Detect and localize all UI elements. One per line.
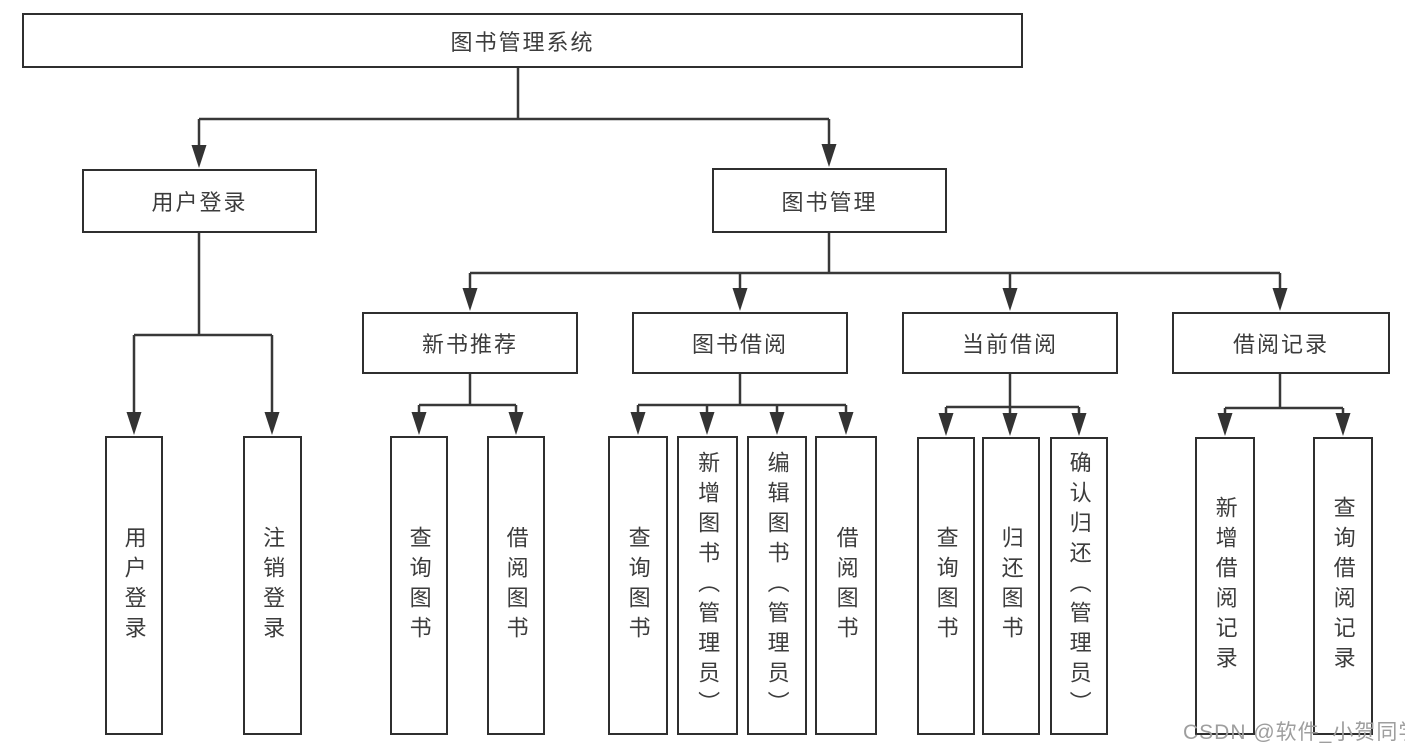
leaf-user-login: 用户登录 [105, 436, 163, 735]
arrowhead [732, 288, 748, 311]
arrowhead [1217, 413, 1233, 436]
arrowhead [769, 412, 785, 435]
arrowhead [411, 412, 427, 435]
node-current-borrow: 当前借阅 [902, 312, 1118, 374]
leaf-label: 借阅图书 [833, 525, 859, 646]
leaf-query-borrow-record: 查询借阅记录 [1313, 437, 1373, 735]
arrowhead [821, 144, 837, 167]
leaf-label: 注销登录 [260, 525, 286, 646]
leaf-label: 确认归还（管理员） [1066, 451, 1092, 721]
node-user-login: 用户登录 [82, 169, 317, 233]
leaf-confirm-return-admin: 确认归还（管理员） [1050, 437, 1108, 735]
arrowhead [508, 412, 524, 435]
leaf-add-book-admin: 新增图书（管理员） [677, 436, 738, 735]
arrowhead [1335, 413, 1351, 436]
arrowhead [1272, 288, 1288, 311]
leaf-label: 查询借阅记录 [1330, 496, 1356, 676]
leaf-label: 用户登录 [121, 525, 147, 646]
leaf-add-borrow-record: 新增借阅记录 [1195, 437, 1255, 735]
node-label: 图书管理系统 [450, 29, 595, 55]
node-library-system: 图书管理系统 [22, 13, 1023, 68]
leaf-query-books-2: 查询图书 [608, 436, 668, 735]
leaf-label: 新增图书（管理员） [695, 450, 721, 721]
arrowhead [126, 412, 142, 435]
node-new-book-recommend: 新书推荐 [362, 312, 578, 374]
arrowhead [630, 412, 646, 435]
leaf-label: 查询图书 [933, 526, 959, 646]
arrowhead [1002, 288, 1018, 311]
leaf-label: 新增借阅记录 [1212, 496, 1238, 676]
node-label: 当前借阅 [961, 332, 1058, 357]
node-book-borrow: 图书借阅 [632, 312, 848, 374]
leaf-logout: 注销登录 [243, 436, 302, 735]
leaf-label: 借阅图书 [503, 525, 529, 646]
arrowhead [699, 412, 715, 435]
node-label: 图书管理 [781, 189, 878, 215]
leaf-borrow-books-1: 借阅图书 [487, 436, 545, 735]
node-book-management: 图书管理 [712, 168, 947, 233]
node-label: 借阅记录 [1232, 332, 1329, 357]
leaf-return-book: 归还图书 [982, 437, 1040, 735]
leaf-label: 查询图书 [625, 525, 651, 646]
leaf-query-books-1: 查询图书 [390, 436, 448, 735]
node-borrow-records: 借阅记录 [1172, 312, 1390, 374]
leaf-label: 编辑图书（管理员） [764, 450, 790, 721]
arrowhead [838, 412, 854, 435]
arrowhead [1002, 413, 1018, 436]
arrowhead [1071, 413, 1087, 436]
leaf-borrow-books-2: 借阅图书 [815, 436, 877, 735]
node-label: 新书推荐 [421, 332, 518, 357]
arrowhead [191, 145, 207, 168]
arrowhead [264, 412, 280, 435]
leaf-query-books-3: 查询图书 [917, 437, 975, 735]
node-label: 图书借阅 [691, 332, 788, 357]
node-label: 用户登录 [151, 190, 248, 215]
leaf-edit-book-admin: 编辑图书（管理员） [747, 436, 807, 735]
leaf-label: 归还图书 [998, 526, 1024, 646]
arrowhead [938, 413, 954, 436]
leaf-label: 查询图书 [406, 525, 432, 646]
arrowhead [462, 288, 478, 311]
csdn-watermark: CSDN @软件_小贺同学 [1183, 721, 1405, 744]
